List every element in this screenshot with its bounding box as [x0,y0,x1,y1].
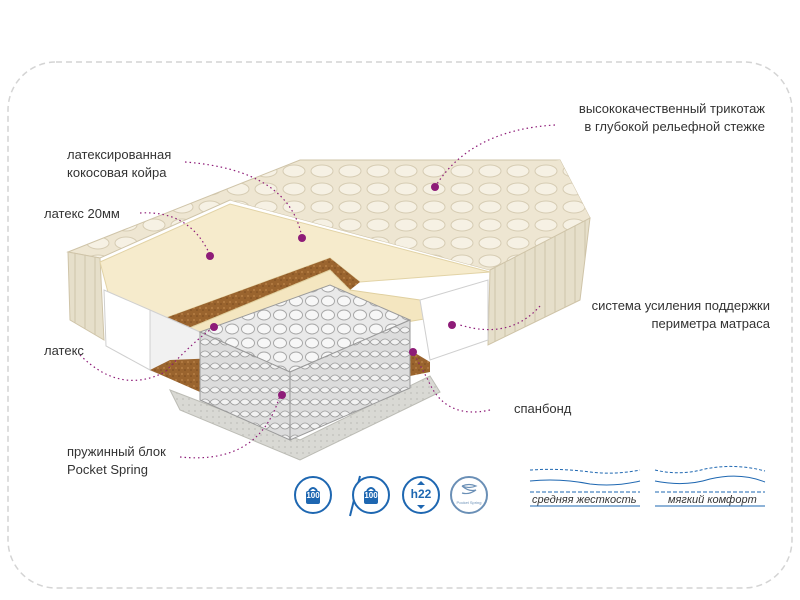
dot-latex [210,323,218,331]
label-perimeter-line2: периметра матраса [651,316,770,331]
load-weight-value-2: 100 [364,491,378,500]
height-badge: h22 [402,476,440,514]
height-arrows-icon [417,481,425,509]
label-knit-line2: в глубокой рельефной стежке [584,119,765,134]
load-weight-value-1: 100 [306,491,320,500]
spring-icon [461,483,478,495]
label-latex20: латекс 20мм [44,206,120,221]
soft-comfort-wave [654,465,766,493]
label-perimeter-line1: система усиления поддержки [591,298,770,313]
label-spunbond: спанбонд [514,401,572,416]
label-knit-line1: высококачественный трикотаж [578,101,765,116]
dot-knit [431,183,439,191]
label-spring-line2: Pocket Spring [67,462,148,477]
soft-comfort-label: мягкий комфорт [668,494,757,506]
label-coir-line2: кокосовая койра [67,165,167,180]
height-value: h22 [410,487,432,501]
medium-firmness-label: средняя жесткость [532,494,637,506]
medium-firmness-wave [529,468,641,493]
label-coir-line1: латексированная [67,147,172,162]
dot-spring [278,391,286,399]
pocket-spring-badge: Pocket Spring [450,476,488,514]
dot-latex20 [206,252,214,260]
load-weight-badge-2: 100 [352,476,390,514]
badge-row: 100 100 h22 Pocket Spring [290,470,510,520]
label-spring-line1: пружинный блок [67,444,166,459]
dot-coir [298,234,306,242]
label-spring: пружинный блок Pocket Spring [67,443,217,479]
weight-icon [306,487,320,504]
dot-spunbond [409,348,417,356]
weight-icon [364,487,378,504]
pocket-spring-label: Pocket Spring [456,500,482,505]
load-weight-badge-1: 100 [294,476,332,514]
label-latex: латекс [44,343,84,358]
dot-perimeter [448,321,456,329]
label-coir: латексированная кокосовая койра [67,146,217,182]
label-knit: высококачественный трикотаж в глубокой р… [520,100,765,136]
label-perimeter: система усиления поддержки периметра мат… [520,297,770,333]
